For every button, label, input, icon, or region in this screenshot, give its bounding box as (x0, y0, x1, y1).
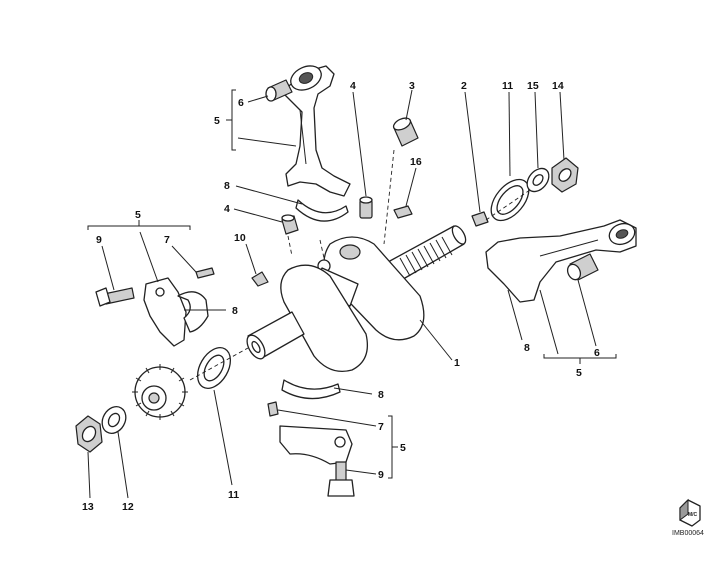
dowel-bush-4-center (359, 196, 373, 219)
callout-5-upper-left: 5 (214, 115, 220, 127)
callout-labels: 1 2 3 4 4 5 5 5 5 6 6 7 7 8 8 8 8 9 9 10… (82, 80, 600, 513)
callout-12: 12 (122, 501, 134, 513)
washer-part-12 (101, 406, 127, 434)
rod-cap-lower (279, 425, 353, 465)
rod-cap-left (143, 277, 187, 347)
timing-gear (132, 364, 188, 420)
callout-16: 16 (410, 156, 422, 168)
callout-4-left: 4 (224, 203, 230, 215)
right-connecting-rod (485, 219, 637, 303)
callout-3: 3 (409, 80, 415, 92)
callout-7-left: 7 (164, 234, 170, 246)
nav-icon-text: M/C (688, 512, 698, 518)
callout-10: 10 (234, 232, 246, 244)
key-part-10 (251, 271, 269, 287)
callout-1: 1 (454, 357, 460, 369)
assembly-axes (189, 149, 531, 381)
nut-part-13 (75, 415, 103, 453)
callout-5-left-group: 5 (135, 209, 141, 221)
callout-11-right: 11 (502, 80, 513, 92)
pin-part-2 (471, 211, 489, 227)
dowel-pin-7-lower (267, 401, 279, 417)
thrust-washer-left (196, 347, 232, 389)
callout-9-lower: 9 (378, 469, 384, 481)
dowel-bush-4-left (281, 214, 299, 235)
callout-8-upper: 8 (224, 180, 230, 192)
callout-6-upper: 6 (238, 97, 244, 109)
callout-8-right: 8 (524, 342, 530, 354)
callout-13: 13 (82, 501, 94, 513)
callout-4-upper: 4 (350, 80, 356, 92)
leader-lines (87, 89, 597, 499)
callout-15: 15 (527, 80, 539, 92)
group-brackets (87, 89, 617, 479)
bearing-shell-lower (281, 379, 341, 400)
callout-6-right: 6 (594, 347, 600, 359)
dowel-pin-7-left (195, 267, 215, 279)
bearing-shell-left (177, 291, 209, 333)
callout-7-lower: 7 (378, 421, 384, 433)
pin-part-16 (393, 205, 413, 219)
callout-8-left: 8 (232, 305, 238, 317)
callout-14: 14 (552, 80, 564, 92)
bolt-part-9-left (95, 287, 135, 307)
small-end-bush-right (566, 253, 599, 281)
callout-2: 2 (461, 80, 467, 92)
callout-11-left: 11 (228, 489, 239, 501)
small-end-bush-top (265, 79, 293, 102)
crankshaft (246, 225, 467, 373)
callout-5-right-group: 5 (576, 367, 582, 379)
upper-connecting-rod (281, 65, 351, 197)
callout-9-left: 9 (96, 234, 102, 246)
callout-5-lower-group: 5 (400, 442, 406, 454)
page-nav-icon[interactable]: M/C (679, 498, 701, 527)
bush-part-3 (392, 117, 419, 147)
callout-8-lower: 8 (378, 389, 384, 401)
bolt-part-9-lower (327, 461, 355, 497)
bearing-shell-upper (295, 199, 349, 222)
drawing-code: IMB00064 (672, 530, 704, 537)
nut-part-14 (551, 157, 579, 193)
